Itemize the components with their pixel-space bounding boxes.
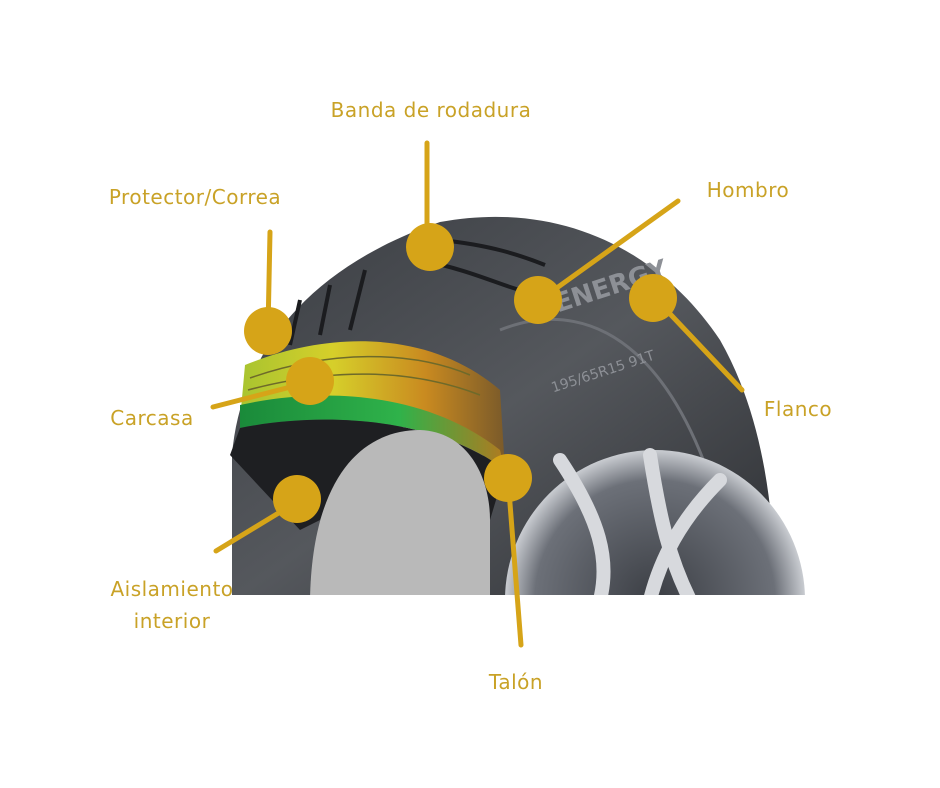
tread-marker [406, 223, 454, 271]
label-belt: Protector/Correa [108, 185, 282, 209]
label-inner-liner-line2: interior [133, 609, 211, 633]
shoulder-leader-line [537, 198, 681, 303]
bead-marker [484, 454, 532, 502]
label-sidewall: Flanco [763, 397, 833, 421]
inner-liner-marker [273, 475, 321, 523]
label-inner-liner: Aislamiento interior [110, 573, 233, 637]
carcass-marker [286, 357, 334, 405]
inner-cavity [310, 430, 490, 595]
sidewall-marker [629, 274, 677, 322]
label-carcass: Carcasa [110, 406, 194, 430]
label-bead: Talón [488, 670, 544, 694]
label-tread: Banda de rodadura [330, 98, 532, 122]
belt-marker [244, 307, 292, 355]
bead-leader-line [505, 475, 524, 648]
label-shoulder: Hombro [706, 178, 790, 202]
label-inner-liner-line1: Aislamiento [110, 577, 234, 601]
shoulder-marker [514, 276, 562, 324]
